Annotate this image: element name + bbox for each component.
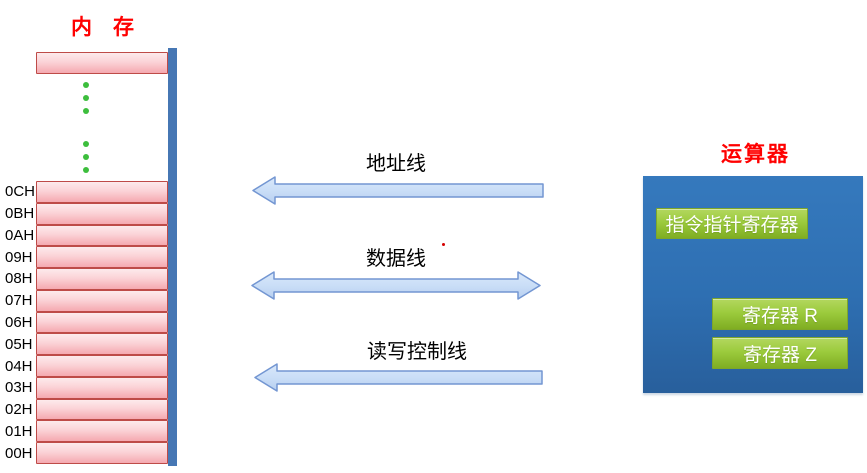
memory-cell <box>36 246 168 269</box>
memory-cell <box>36 442 168 464</box>
memory-address-label: 06H <box>5 313 33 331</box>
ellipsis-dot-icon <box>83 95 89 101</box>
ellipsis-dot-icon <box>83 154 89 160</box>
control-bus-left-arrow-icon <box>254 363 543 392</box>
data-bus-label: 数据线 <box>366 248 426 270</box>
memory-cell <box>36 224 168 247</box>
memory-row: 00H <box>5 442 168 464</box>
memory-row: 09H <box>5 246 168 269</box>
memory-row: 01H <box>5 420 168 443</box>
memory-row: 07H <box>5 289 168 312</box>
address-bus-label: 地址线 <box>366 153 426 175</box>
control-bus-label: 读写控制线 <box>367 341 467 363</box>
memory-address-label: 0CH <box>5 183 36 201</box>
memory-address-label: 02H <box>5 401 33 419</box>
memory-rail-bar <box>168 48 177 466</box>
memory-address-label: 0AH <box>5 226 35 244</box>
ellipsis-dot-icon <box>83 82 89 88</box>
memory-cell <box>36 181 168 203</box>
instruction-pointer-register: 指令指针寄存器 <box>656 208 808 239</box>
memory-cell <box>36 311 168 334</box>
memory-address-label: 01H <box>5 422 33 440</box>
memory-row: 02H <box>5 398 168 421</box>
data-bus-double-arrow-icon <box>251 271 541 300</box>
memory-address-label: 00H <box>5 444 33 462</box>
memory-address-label: 09H <box>5 248 33 266</box>
memory-address-label: 05H <box>5 335 33 353</box>
memory-row: 0BH <box>5 202 168 225</box>
memory-cell <box>36 355 168 377</box>
register-z: 寄存器 Z <box>712 337 848 369</box>
memory-row: 0AH <box>5 224 168 247</box>
memory-cell <box>36 333 168 356</box>
memory-address-label: 08H <box>5 270 33 288</box>
memory-cell <box>36 289 168 312</box>
memory-cell <box>36 376 168 399</box>
alu-title: 运算器 <box>721 143 790 166</box>
memory-cell-list: 0CH 0BH 0AH 09H 08H <box>5 181 168 464</box>
register-r: 寄存器 R <box>712 298 848 330</box>
memory-row: 06H <box>5 311 168 334</box>
memory-address-label: 04H <box>5 357 33 375</box>
memory-top-cell <box>36 52 168 74</box>
memory-cell <box>36 202 168 225</box>
memory-cell <box>36 268 168 290</box>
ellipsis-dot-icon <box>83 167 89 173</box>
memory-row: 0CH <box>5 181 168 203</box>
memory-address-label: 0BH <box>5 205 35 223</box>
address-bus-left-arrow-icon <box>252 176 544 205</box>
ellipsis-dots-lower <box>83 141 89 173</box>
memory-cell <box>36 398 168 421</box>
ellipsis-dots-upper <box>83 82 89 114</box>
memory-row: 03H <box>5 376 168 399</box>
memory-row: 08H <box>5 268 168 290</box>
memory-row: 05H <box>5 333 168 356</box>
ellipsis-dot-icon <box>83 141 89 147</box>
memory-row: 04H <box>5 355 168 377</box>
stray-red-dot <box>442 243 445 246</box>
memory-address-label: 03H <box>5 379 33 397</box>
ellipsis-dot-icon <box>83 108 89 114</box>
memory-address-label: 07H <box>5 292 33 310</box>
memory-cell <box>36 420 168 443</box>
memory-title: 内 存 <box>71 16 134 39</box>
